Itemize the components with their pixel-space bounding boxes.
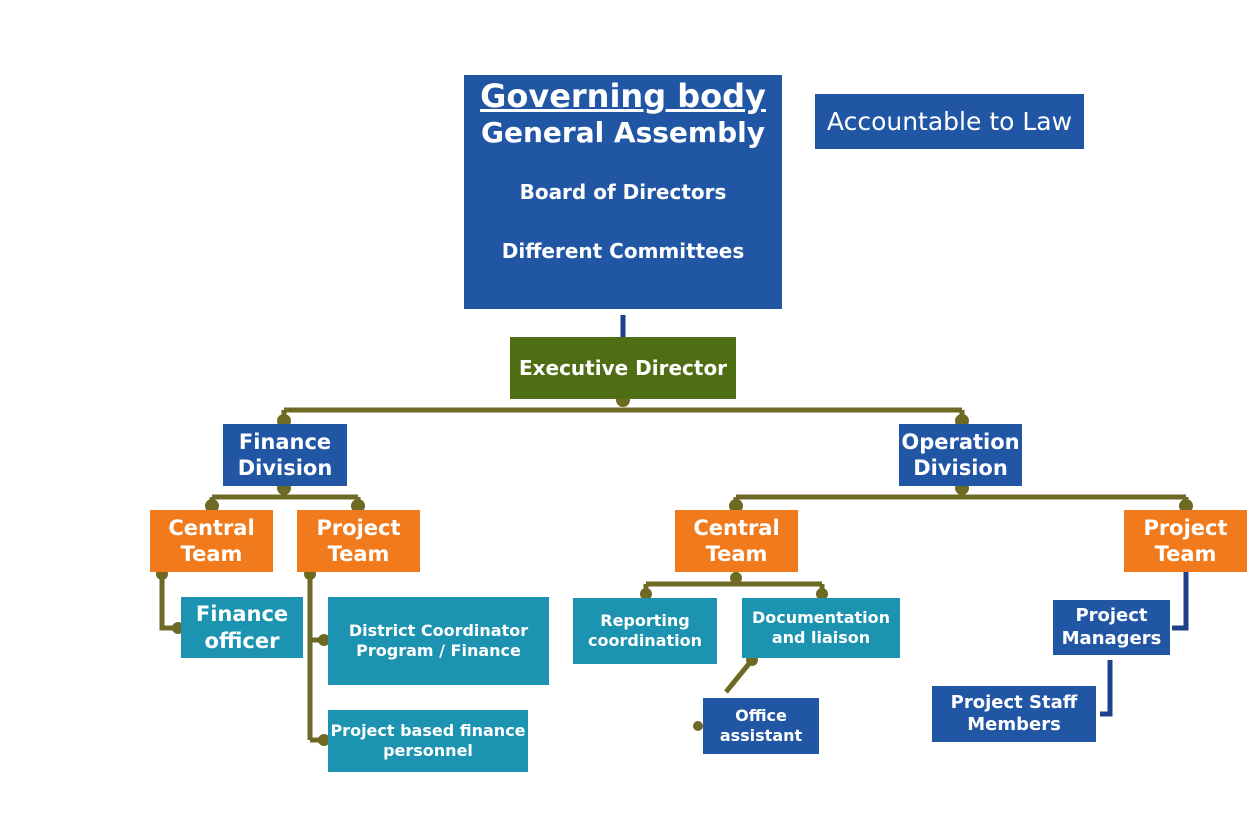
district-coordinator-box: District Coordinator Program / Finance [328, 597, 549, 685]
operation-central-l1: Central [693, 515, 780, 540]
finance-project-team-box: Project Team [297, 510, 420, 572]
operation-division-l2: Division [913, 456, 1008, 480]
finance-central-l1: Central [168, 515, 255, 540]
project-staff-l1: Project Staff [950, 691, 1078, 713]
finance-central-team-box: Central Team [150, 510, 273, 572]
governing-body-box: Governing body General Assembly Board of… [464, 75, 782, 309]
project-finance-personnel-box: Project based finance personnel [328, 710, 528, 772]
governing-title: Governing body [480, 77, 766, 115]
finance-division-l1: Finance [238, 429, 332, 454]
office-assistant-box: Office assistant [703, 698, 819, 754]
project-finance-l2: personnel [383, 741, 473, 760]
operation-central-l2: Team [705, 542, 768, 566]
office-assistant-l1: Office [735, 706, 787, 725]
project-staff-l2: Members [967, 714, 1061, 735]
accountable-label: Accountable to Law [826, 106, 1073, 136]
operation-central-team-box: Central Team [675, 510, 798, 572]
operation-division-l1: Operation [901, 429, 1020, 454]
project-managers-l2: Managers [1061, 627, 1162, 649]
board-of-directors: Board of Directors [519, 179, 727, 204]
documentation-l2: and liaison [771, 628, 871, 647]
finance-division-box: Finance Division [223, 424, 347, 486]
project-managers-box: Project Managers [1053, 600, 1170, 655]
finance-project-l2: Team [327, 542, 390, 566]
reporting-l2: coordination [588, 631, 702, 650]
executive-director-box: Executive Director [510, 337, 736, 399]
finance-officer-l2: officer [204, 628, 280, 653]
operation-project-l2: Team [1154, 542, 1217, 566]
finance-central-l2: Team [180, 542, 243, 566]
operation-project-team-box: Project Team [1124, 510, 1247, 572]
project-managers-l1: Project [1075, 605, 1148, 626]
project-finance-l1: Project based finance [330, 721, 526, 740]
different-committees: Different Committees [501, 238, 745, 263]
accountable-box: Accountable to Law [815, 94, 1084, 149]
district-coordinator-l1: District Coordinator [348, 621, 529, 640]
reporting-l1: Reporting [600, 611, 690, 630]
operation-project-l1: Project [1143, 515, 1228, 540]
executive-director-label: Executive Director [518, 355, 728, 380]
finance-division-l2: Division [237, 456, 333, 480]
office-assistant-l2: assistant [719, 726, 803, 745]
operation-division-box: Operation Division [899, 424, 1022, 486]
finance-officer-box: Finance officer [181, 597, 303, 658]
documentation-l1: Documentation [751, 608, 891, 627]
project-staff-members-box: Project Staff Members [932, 686, 1096, 742]
finance-officer-l1: Finance [195, 602, 289, 627]
governing-subtitle: General Assembly [480, 116, 765, 150]
district-coordinator-l2: Program / Finance [356, 641, 521, 660]
finance-project-l1: Project [316, 515, 401, 540]
documentation-liaison-box: Documentation and liaison [742, 598, 900, 658]
reporting-coordination-box: Reporting coordination [573, 598, 717, 664]
